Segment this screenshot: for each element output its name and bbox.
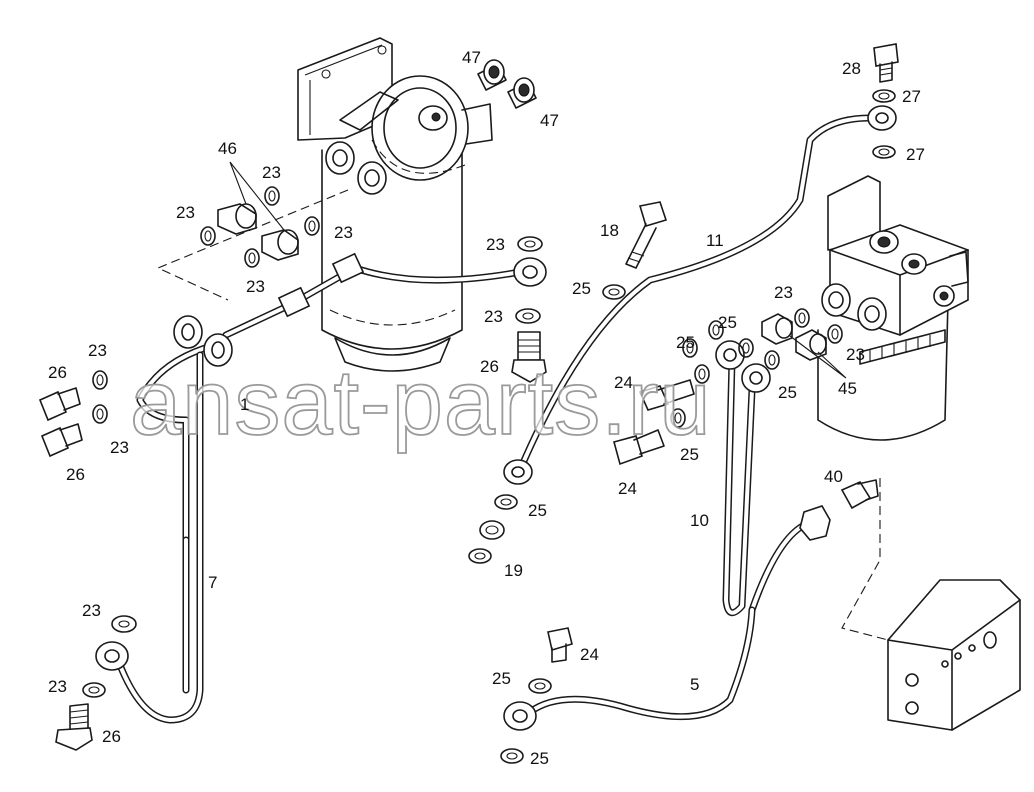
label-23-c: 23 [334, 223, 353, 242]
banjo-eye-pipe5 [503, 701, 537, 731]
pipe-5 [526, 606, 756, 721]
washers-23-pipe7 [82, 615, 137, 698]
label-26-c: 26 [102, 727, 121, 746]
banjo-eye-pipe10-upper [715, 340, 745, 370]
label-11: 11 [706, 231, 724, 250]
label-25-g: 25 [492, 669, 511, 688]
label-5: 5 [690, 675, 699, 694]
label-23-i: 23 [486, 235, 505, 254]
label-25-b: 25 [528, 501, 547, 520]
washer-23-center-upper [517, 236, 543, 252]
label-25-h: 25 [530, 749, 549, 768]
label-40: 40 [824, 467, 843, 486]
part-19 [468, 520, 505, 564]
label-25-f: 25 [680, 445, 699, 464]
label-25-c: 25 [718, 313, 737, 332]
washer-27-lower [872, 145, 896, 159]
label-26-a: 26 [48, 363, 67, 382]
label-27-a: 27 [902, 87, 921, 106]
label-23-k: 23 [774, 283, 793, 302]
bolt-18 [625, 201, 668, 269]
label-25-d: 25 [676, 333, 695, 352]
leader-46 [229, 161, 285, 231]
watermark: ansat-parts.ru [130, 352, 712, 454]
label-28: 28 [842, 59, 861, 78]
washer-25-lower-a [528, 678, 552, 694]
banjo-eye-left-upper [173, 315, 203, 349]
left-filter-assembly [156, 37, 493, 372]
callout-labels: 47 47 46 23 23 23 23 23 23 26 26 1 7 23 … [48, 48, 925, 768]
washers-23-left-top [200, 186, 320, 268]
washer-27-upper [872, 89, 896, 103]
bolt-24-lower [547, 627, 573, 663]
label-25-a: 25 [572, 279, 591, 298]
label-26-b: 26 [66, 465, 85, 484]
label-23-e: 23 [88, 341, 107, 360]
label-18: 18 [600, 221, 619, 240]
label-23-l: 23 [846, 345, 865, 364]
bolt-26-bottom [55, 703, 93, 751]
fitting-46-upper [217, 203, 257, 235]
washers-23-right [794, 308, 843, 344]
banjo-eye-pipe7-bottom [95, 641, 129, 671]
fitting-47-upper [477, 59, 507, 91]
pipe-11 [516, 114, 874, 474]
label-24-a: 24 [614, 373, 633, 392]
label-1: 1 [240, 395, 249, 414]
label-24-c: 24 [580, 645, 599, 664]
label-47-lower: 47 [540, 111, 559, 130]
bolt-28 [873, 43, 899, 83]
pipe-7 [114, 351, 204, 724]
pipe-1 [136, 252, 524, 544]
label-46: 46 [218, 139, 237, 158]
label-27-b: 27 [906, 145, 925, 164]
label-23-f: 23 [110, 438, 129, 457]
label-23-a: 23 [262, 163, 281, 182]
banjo-eye-pipe10-lower [741, 363, 771, 393]
banjo-eye-left-lower [203, 333, 233, 367]
label-26-d: 26 [480, 357, 499, 376]
bolt-26-center [511, 331, 547, 383]
bolt-24-middle [613, 429, 665, 466]
pump-block [841, 478, 1021, 731]
pipe-10 [722, 356, 816, 617]
bolt-24-upper [638, 379, 695, 411]
label-23-d: 23 [246, 277, 265, 296]
banjo-eye-center-top [513, 257, 547, 287]
washer-25-center [602, 284, 626, 300]
fittings-45 [761, 313, 827, 361]
bolt-26-left-lower [40, 423, 83, 458]
label-7: 7 [208, 573, 217, 592]
label-23-h: 23 [48, 677, 67, 696]
label-45: 45 [838, 379, 857, 398]
banjo-eye-pipe11-bottom [503, 459, 533, 485]
label-19: 19 [504, 561, 523, 580]
bolt-26-left-upper [38, 387, 81, 422]
fitting-46-lower [261, 229, 299, 261]
label-47-upper: 47 [462, 48, 481, 67]
washers-23-left [92, 370, 108, 424]
nut-pipe10 [799, 505, 831, 541]
label-23-b: 23 [176, 203, 195, 222]
right-filter-assembly [817, 175, 969, 441]
leader-45 [789, 335, 847, 379]
washer-25-center-low [494, 494, 518, 510]
banjo-eye-pipe11-top [867, 105, 897, 131]
washer-25-lower-b [500, 748, 524, 764]
label-24-b: 24 [618, 479, 637, 498]
label-10: 10 [690, 511, 709, 530]
label-23-g: 23 [82, 601, 101, 620]
washer-23-center-lower [515, 308, 541, 324]
washers-25-right [670, 320, 780, 428]
label-25-e: 25 [778, 383, 797, 402]
fitting-40 [840, 479, 879, 510]
fitting-47-lower [507, 77, 537, 109]
label-23-j: 23 [484, 307, 503, 326]
